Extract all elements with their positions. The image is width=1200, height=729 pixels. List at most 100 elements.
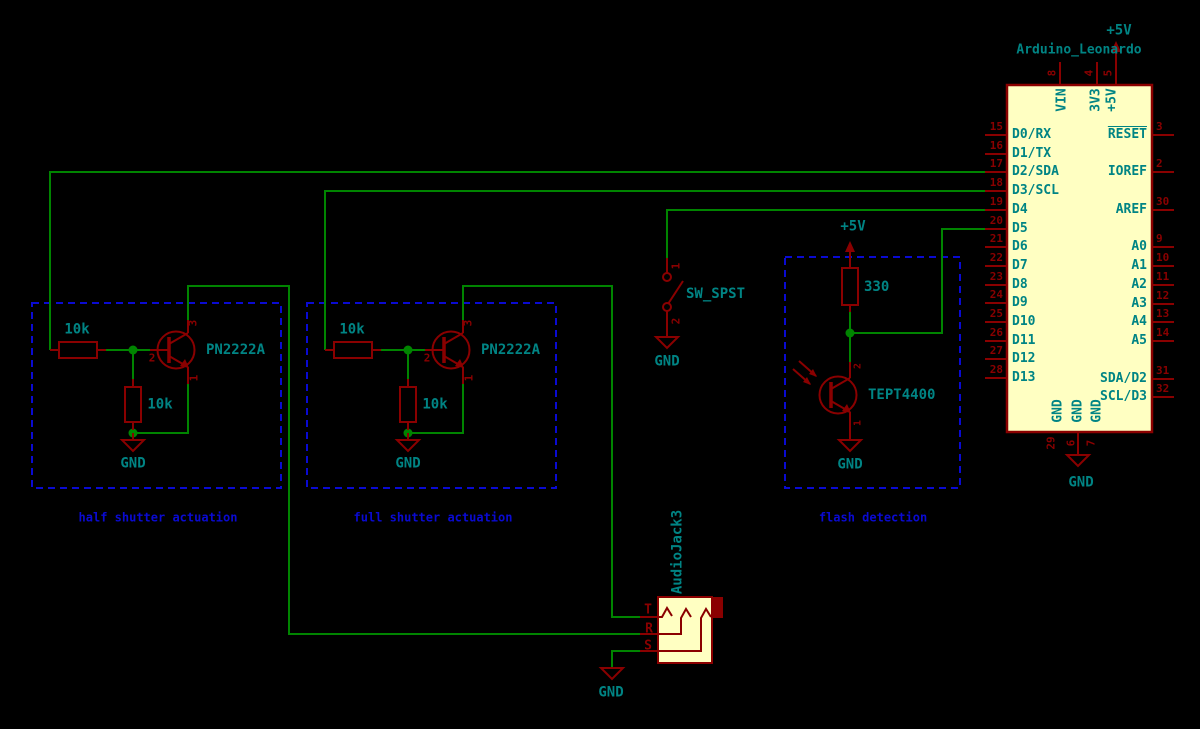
pin-number: 5 (1101, 69, 1115, 77)
gnd-label: GND (654, 353, 680, 370)
pin-number: 4 (1082, 69, 1096, 77)
pin-label-a0: A0 (1131, 239, 1147, 254)
pin-label-plus5v: +5V (1104, 88, 1120, 112)
pin-number: 24 (989, 288, 1003, 301)
resistor-pull2 (399, 386, 417, 423)
pin-label-sda-d2: SDA/D2 (1100, 371, 1147, 386)
pin-number: 20 (989, 214, 1003, 227)
pin-number: 14 (1156, 326, 1170, 339)
pin-label-gnd: GND (1050, 399, 1066, 423)
wire-d5-net (850, 228, 985, 334)
gnd-symbol-1 (119, 433, 147, 453)
gnd-symbol-flash (836, 439, 864, 453)
pin-number: 7 (1084, 439, 1098, 447)
pin-number: 2 (852, 362, 864, 370)
pin-number: 26 (989, 326, 1003, 339)
switch-lever (667, 280, 684, 305)
power-5v-label: +5V (840, 218, 866, 235)
pin-number: 15 (989, 120, 1003, 133)
transistor-q1 (150, 320, 196, 384)
wire-emitter1 (133, 384, 189, 434)
ring-contact (658, 607, 692, 635)
pin-label-a3: A3 (1131, 296, 1147, 311)
arduino-gnd-symbol (1064, 454, 1092, 468)
flash-detection-box (784, 256, 961, 489)
pin-label-d9: D9 (1012, 295, 1028, 310)
pin-label-d12: D12 (1012, 351, 1036, 366)
pin-number: 28 (989, 363, 1003, 376)
wire-sleeve-gnd (611, 650, 640, 668)
resistor-base1 (58, 341, 98, 359)
pin-number: 25 (989, 307, 1003, 320)
pin-label-d4: D4 (1012, 202, 1028, 217)
pin-label-a1: A1 (1131, 258, 1147, 273)
resistor-base2 (333, 341, 373, 359)
pin-number: 27 (989, 344, 1003, 357)
wire-emitter2 (408, 384, 464, 434)
pin-number: 9 (1156, 232, 1163, 245)
pin-number: 16 (989, 139, 1003, 152)
pin-number: 3 (186, 319, 200, 327)
pin-number: 6 (1064, 439, 1078, 447)
wire-d4-net (666, 209, 985, 258)
arduino-symbol (985, 41, 1174, 468)
pin-number: 32 (1156, 382, 1170, 395)
wire-collector1-to-ring (187, 285, 640, 635)
pin-number: 23 (989, 270, 1003, 283)
pin-number: 1 (462, 374, 476, 382)
arduino-power-5v-label: +5V (1106, 22, 1132, 39)
wire-d3-net (324, 190, 985, 350)
pin-label-a2: A2 (1131, 277, 1147, 292)
half-shutter-caption: half shutter actuation (78, 510, 238, 525)
arduino-power-flag (1111, 41, 1121, 62)
pin-label-3v3: 3V3 (1088, 88, 1104, 112)
pin-label-a4: A4 (1131, 314, 1147, 329)
gnd-symbol-jack (598, 667, 626, 681)
pin-label-d10: D10 (1012, 314, 1036, 329)
pin-number: 22 (989, 251, 1003, 264)
pin-number: 29 (1044, 436, 1058, 450)
resistor-value: 10k (339, 321, 365, 338)
pin-label-d5: D5 (1012, 221, 1028, 236)
pin-label-vin: VIN (1054, 88, 1070, 112)
resistor-value: 10k (147, 396, 173, 413)
jack-pin-tip-label: T (644, 602, 652, 618)
pin-label-aref: AREF (1115, 202, 1147, 217)
pin-number: 2 (1156, 157, 1163, 170)
half-shutter-symbols (50, 320, 196, 453)
full-shutter-caption: full shutter actuation (353, 510, 513, 525)
audio-jack-value: AudioJack3 (669, 509, 686, 595)
pin-number: 3 (1156, 120, 1163, 133)
pin-label-d0: D0/RX (1012, 127, 1052, 142)
wire-d2-net (49, 171, 985, 350)
pin-label-a5: A5 (1131, 333, 1147, 348)
resistor-value: 10k (422, 396, 448, 413)
pin-number: 2 (669, 317, 683, 325)
gnd-label: GND (395, 455, 421, 472)
pin-number: 13 (1156, 307, 1170, 320)
resistor-330 (841, 267, 859, 306)
power-flag-flash (845, 241, 855, 268)
pin-number: 1 (852, 419, 864, 427)
full-shutter-symbols (325, 320, 471, 453)
note-boxes (31, 256, 961, 489)
jack-pin-sleeve-label: S (644, 638, 652, 654)
pin-number: 2 (423, 351, 431, 365)
transistor-q2 (425, 320, 471, 384)
audio-jack-symbol (598, 596, 723, 681)
jack-pin-ring-label: R (645, 621, 653, 637)
gnd-symbol-2 (394, 433, 422, 453)
jack-body (657, 596, 713, 664)
pin-number: 1 (187, 374, 201, 382)
gnd-label: GND (837, 456, 863, 473)
pin-number: 11 (1156, 270, 1170, 283)
pin-number: 2 (148, 351, 156, 365)
pin-number: 19 (989, 195, 1003, 208)
pin-number: 21 (989, 232, 1003, 245)
wire-collector2-to-tip (462, 285, 640, 618)
pin-label-gnd: GND (1070, 399, 1086, 423)
pin-label-d11: D11 (1012, 333, 1036, 348)
pin-label-d7: D7 (1012, 258, 1028, 273)
pin-number: 3 (461, 319, 475, 327)
